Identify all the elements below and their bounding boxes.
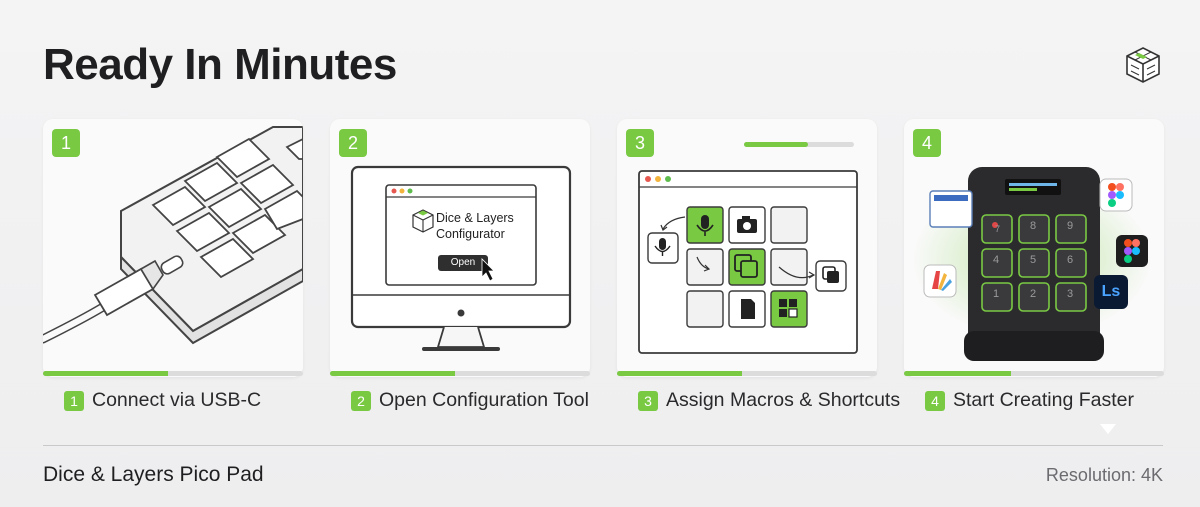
caption-text: Assign Macros & Shortcuts [666,389,901,411]
step-progress-bar [617,371,877,376]
caption-number-badge: 4 [925,390,945,411]
caption-number-badge: 2 [351,390,371,411]
step-card-2: Dice & Layers Configurator Open 2 2 Open… [330,119,590,411]
configurator-name-line2: Configurator [436,227,505,241]
step-card-1: 1 1 Connect via USB-C [43,119,303,411]
step-number-badge: 1 [52,129,80,157]
caption-number-badge: 1 [64,390,84,411]
step-illustration-usb [43,119,303,377]
step-illustration-macropad [904,119,1164,377]
caption-pointer [1100,424,1116,434]
key-label-5: 5 [1030,254,1037,266]
caption-text: Open Configuration Tool [379,389,589,411]
step-card-4: 7 8 9 4 5 6 1 2 3 Ls 4 4 Start Creating … [904,119,1164,411]
step-illustration-configurator [330,119,590,377]
step-caption: 3 Assign Macros & Shortcuts [638,389,900,412]
step-number-badge: 2 [339,129,367,157]
key-label-6: 6 [1067,254,1074,266]
key-label-4: 4 [993,254,1000,266]
step-card-3: 3 3 Assign Macros & Shortcuts [617,119,900,411]
caption-text: Start Creating Faster [953,389,1134,411]
key-label-1: 1 [993,288,1000,300]
lightroom-app-icon: Ls [1101,283,1121,300]
step-number-badge: 4 [913,129,941,157]
key-label-9: 9 [1067,220,1074,232]
key-label-7: 7 [995,224,1001,234]
step-number-badge: 3 [626,129,654,157]
step-caption: 2 Open Configuration Tool [351,389,589,412]
step-caption: 1 Connect via USB-C [64,389,261,412]
key-label-8: 8 [1030,220,1037,232]
configurator-name-line1: Dice & Layers [436,211,514,225]
step-progress-bar [330,371,590,376]
key-label-3: 3 [1067,288,1074,300]
caption-number-badge: 3 [638,390,658,411]
step-illustration-macros [617,119,877,377]
step-progress-bar [904,371,1164,376]
open-button[interactable]: Open [450,257,476,268]
resolution-label: Resolution: 4K [1045,465,1163,485]
step-caption: 4 Start Creating Faster [925,389,1134,412]
key-label-2: 2 [1030,288,1037,300]
step-progress-bar [43,371,303,376]
footer-divider [43,445,1163,446]
caption-text: Connect via USB-C [92,389,262,411]
page-title: Ready In Minutes [43,40,397,89]
dice-cube-icon [1126,47,1160,83]
product-name: Dice & Layers Pico Pad [43,463,264,486]
